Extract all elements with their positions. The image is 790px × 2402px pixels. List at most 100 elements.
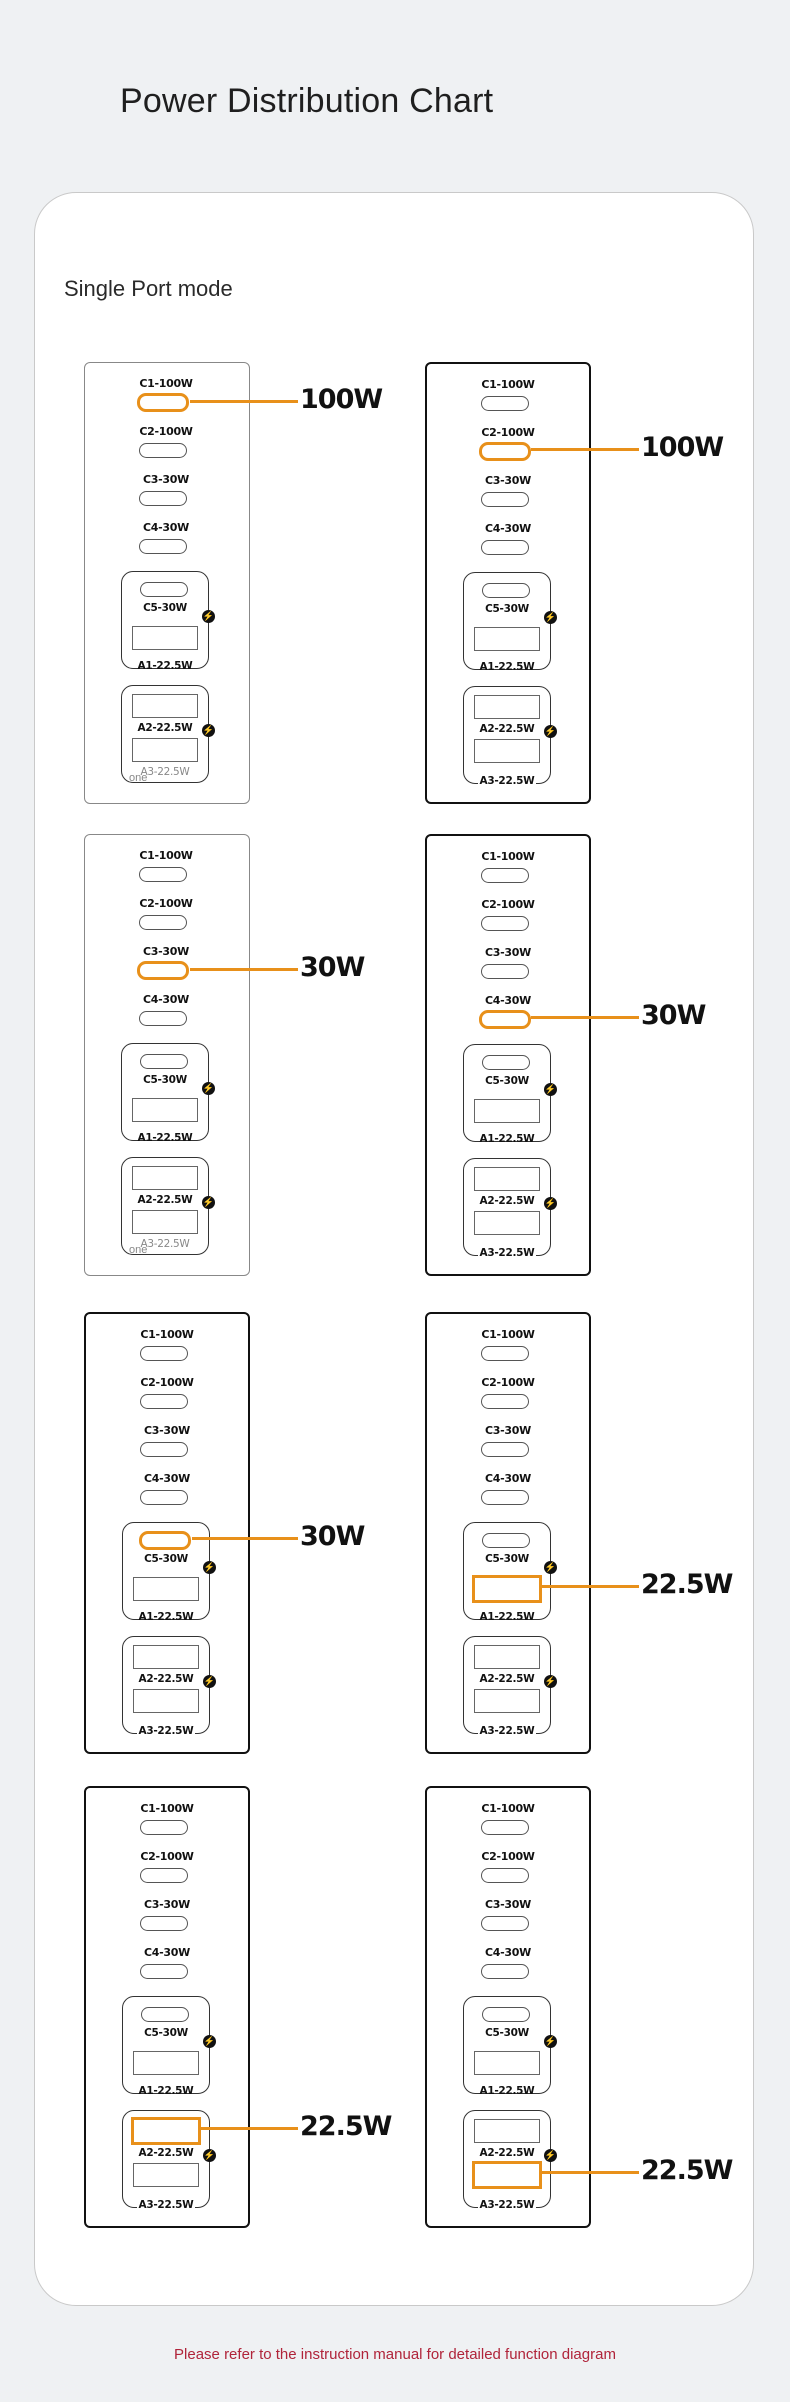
port-label-c3: C3-30W bbox=[485, 1424, 531, 1437]
usb-c-port-c4 bbox=[139, 1011, 187, 1026]
leader-line bbox=[541, 1585, 639, 1588]
usb-c-port-c1 bbox=[139, 867, 187, 882]
port-label-c3: C3-30W bbox=[143, 945, 189, 958]
port-cluster-a2-a3: A2-22.5W⚡A3-22.5W bbox=[121, 1157, 215, 1255]
port-label-c4: C4-30W bbox=[143, 993, 189, 1006]
usb-a-port-a1 bbox=[132, 1098, 198, 1122]
wattage-label: 30W bbox=[300, 1521, 365, 1552]
port-label-c3: C3-30W bbox=[144, 1898, 190, 1911]
usb-a-port-a1 bbox=[474, 627, 540, 651]
port-cluster-a2-a3: A2-22.5W⚡A3-22.5W bbox=[121, 685, 215, 783]
port-label-c4: C4-30W bbox=[485, 1472, 531, 1485]
leader-line bbox=[541, 2171, 639, 2174]
usb-c-port-c1 bbox=[137, 393, 189, 412]
leader-line bbox=[190, 968, 298, 971]
port-label-c2: C2-100W bbox=[481, 1376, 535, 1389]
stray-text: one bbox=[129, 772, 148, 784]
port-label-a1: A1-22.5W bbox=[479, 1611, 535, 1623]
wattage-label: 22.5W bbox=[641, 1569, 733, 1600]
port-label-a2: A2-22.5W bbox=[479, 723, 535, 735]
usb-c-port-c3 bbox=[140, 1916, 188, 1931]
port-cluster-a2-a3: A2-22.5W ⚡ A3-22.5W bbox=[122, 2110, 216, 2211]
leader-line bbox=[531, 1016, 639, 1019]
usb-a-port-a1 bbox=[133, 2051, 199, 2075]
leader-line bbox=[531, 448, 639, 451]
lightning-bolt-icon: ⚡ bbox=[544, 2035, 557, 2048]
port-label-a3-text: A3-22.5W bbox=[136, 2199, 196, 2211]
port-cluster-c5-a1: C5-30W⚡A1-22.5W bbox=[463, 572, 557, 673]
port-cluster-a2-a3: A2-22.5W ⚡ A3-22.5W bbox=[463, 686, 557, 787]
port-label-a2: A2-22.5W bbox=[479, 1673, 535, 1685]
port-cluster-c5-a1: C5-30W⚡A1-22.5W bbox=[463, 1044, 557, 1145]
usb-c-port-c1 bbox=[481, 396, 529, 411]
port-label-a3-text: A3-22.5W bbox=[136, 1725, 196, 1737]
usb-c-port-c3 bbox=[481, 1442, 529, 1457]
usb-c-port-c2 bbox=[479, 442, 531, 461]
usb-c-port-c5 bbox=[482, 1533, 530, 1548]
usb-c-port-c4 bbox=[140, 1964, 188, 1979]
usb-c-port-c5 bbox=[140, 1054, 188, 1069]
usb-c-port-c3 bbox=[140, 1442, 188, 1457]
usb-a-port-a1 bbox=[472, 1575, 542, 1603]
usb-a-port-a3 bbox=[474, 1211, 540, 1235]
port-label-c5: C5-30W bbox=[485, 1553, 529, 1565]
usb-a-port-a1 bbox=[133, 1577, 199, 1601]
lightning-bolt-icon: ⚡ bbox=[544, 2149, 557, 2162]
leader-line bbox=[200, 2127, 298, 2130]
page-title: Power Distribution Chart bbox=[120, 82, 494, 120]
usb-c-port-c5 bbox=[140, 582, 188, 597]
port-label-a3: A3-22.5W bbox=[123, 2199, 209, 2211]
usb-c-port-c3 bbox=[481, 964, 529, 979]
usb-a-port-a3 bbox=[132, 738, 198, 762]
usb-c-port-c5 bbox=[139, 1531, 191, 1550]
usb-c-port-c2 bbox=[481, 916, 529, 931]
port-label-c1: C1-100W bbox=[481, 850, 535, 863]
port-label-c2: C2-100W bbox=[140, 1850, 194, 1863]
wattage-label: 30W bbox=[300, 952, 365, 983]
port-label-c3: C3-30W bbox=[485, 474, 531, 487]
usb-a-port-a1 bbox=[474, 2051, 540, 2075]
usb-c-port-c2 bbox=[140, 1868, 188, 1883]
lightning-bolt-icon: ⚡ bbox=[203, 2149, 216, 2162]
port-label-c1: C1-100W bbox=[481, 1802, 535, 1815]
usb-c-port-c3 bbox=[481, 492, 529, 507]
lightning-bolt-icon: ⚡ bbox=[202, 610, 215, 623]
usb-a-port-a1 bbox=[474, 1099, 540, 1123]
usb-c-port-c3 bbox=[137, 961, 189, 980]
port-label-c1: C1-100W bbox=[481, 1328, 535, 1341]
port-cluster-a2-a3: A2-22.5W⚡A3-22.5W bbox=[463, 1158, 557, 1259]
port-label-a3-text: A3-22.5W bbox=[477, 775, 537, 787]
port-label-c4: C4-30W bbox=[144, 1946, 190, 1959]
stray-text: one bbox=[129, 1244, 148, 1256]
port-label-a1: A1-22.5W bbox=[479, 1133, 535, 1145]
usb-a-port-a3 bbox=[474, 1689, 540, 1713]
usb-a-port-a3 bbox=[133, 1689, 199, 1713]
usb-c-port-c1 bbox=[481, 1820, 529, 1835]
port-cluster-a2-a3: A2-22.5W⚡A3-22.5W bbox=[463, 1636, 557, 1737]
lightning-bolt-icon: ⚡ bbox=[203, 1561, 216, 1574]
usb-c-port-c3 bbox=[481, 1916, 529, 1931]
port-label-c3: C3-30W bbox=[143, 473, 189, 486]
port-cluster-a2-a3: A2-22.5W⚡A3-22.5W bbox=[122, 1636, 216, 1737]
wattage-label: 100W bbox=[300, 384, 383, 415]
port-label-c2: C2-100W bbox=[481, 1850, 535, 1863]
port-label-a2: A2-22.5W bbox=[479, 1195, 535, 1207]
usb-a-port-a2 bbox=[474, 1167, 540, 1191]
port-label-a3-text: A3-22.5W bbox=[477, 1247, 537, 1259]
port-label-c3: C3-30W bbox=[485, 1898, 531, 1911]
port-cluster-c5-a1: C5-30W⚡A1-22.5W bbox=[463, 1996, 557, 2097]
leader-line bbox=[192, 1537, 298, 1540]
lightning-bolt-icon: ⚡ bbox=[544, 725, 557, 738]
port-label-c5: C5-30W bbox=[485, 1075, 529, 1087]
port-label-a3: A3-22.5W bbox=[140, 1238, 190, 1250]
port-label-a2: A2-22.5W bbox=[138, 2147, 194, 2159]
port-label-a2: A2-22.5W bbox=[138, 1673, 194, 1685]
usb-c-port-c2 bbox=[140, 1394, 188, 1409]
port-label-c4: C4-30W bbox=[485, 994, 531, 1007]
port-label-a3: A3-22.5W bbox=[123, 1725, 209, 1737]
lightning-bolt-icon: ⚡ bbox=[202, 1196, 215, 1209]
port-cluster-c5-a1: C5-30W⚡A1-22.5W bbox=[463, 1522, 557, 1623]
port-label-c1: C1-100W bbox=[139, 849, 193, 862]
